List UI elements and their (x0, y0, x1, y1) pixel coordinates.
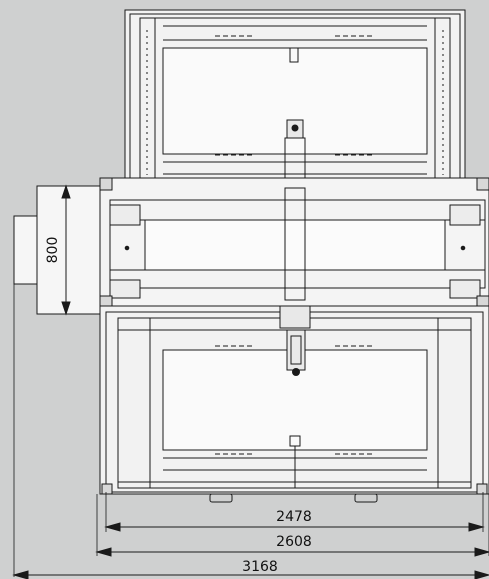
dimension-total-width-label: 3168 (242, 559, 278, 575)
dimension-middle-width-label: 2608 (276, 534, 312, 550)
lower-module (99, 305, 489, 503)
dimension-inner-width-label: 2478 (276, 509, 312, 525)
dimension-total-width (12, 570, 489, 579)
upper-module (124, 9, 466, 191)
extension-lines (13, 284, 489, 577)
dimension-inner-width (104, 522, 485, 532)
dimension-height-label: 800 (45, 237, 61, 264)
middle-crossbeam (99, 177, 489, 309)
dimension-height (61, 184, 71, 316)
dimension-middle-width (95, 547, 489, 557)
side-module (13, 185, 101, 315)
